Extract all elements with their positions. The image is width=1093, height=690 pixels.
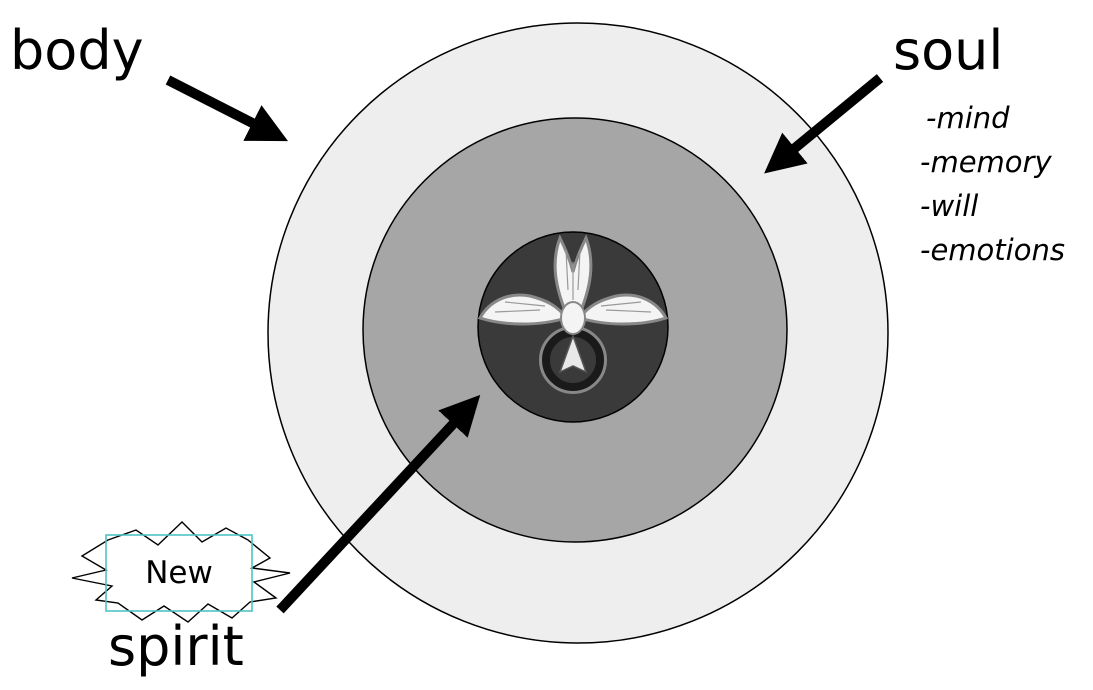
soul-aspect-emotions: -emotions: [920, 233, 1065, 267]
new-label: New: [145, 555, 213, 591]
new-box: [105, 534, 253, 612]
soul-arrow: [764, 74, 884, 174]
soul-aspect-will: -will: [920, 189, 979, 223]
body-arrow: [165, 75, 289, 142]
new-starburst: [71, 521, 291, 623]
soul-aspect-mind: -mind: [926, 101, 1010, 135]
soul-aspect-memory: -memory: [920, 145, 1052, 179]
soul-aspects-list: -mind -memory -will -emotions: [920, 96, 1065, 272]
spirit-arrow: [276, 394, 481, 614]
soul-label: soul: [893, 19, 1004, 82]
body-label: body: [10, 19, 144, 82]
dove-icon: [477, 234, 669, 394]
spirit-label: spirit: [108, 615, 244, 678]
